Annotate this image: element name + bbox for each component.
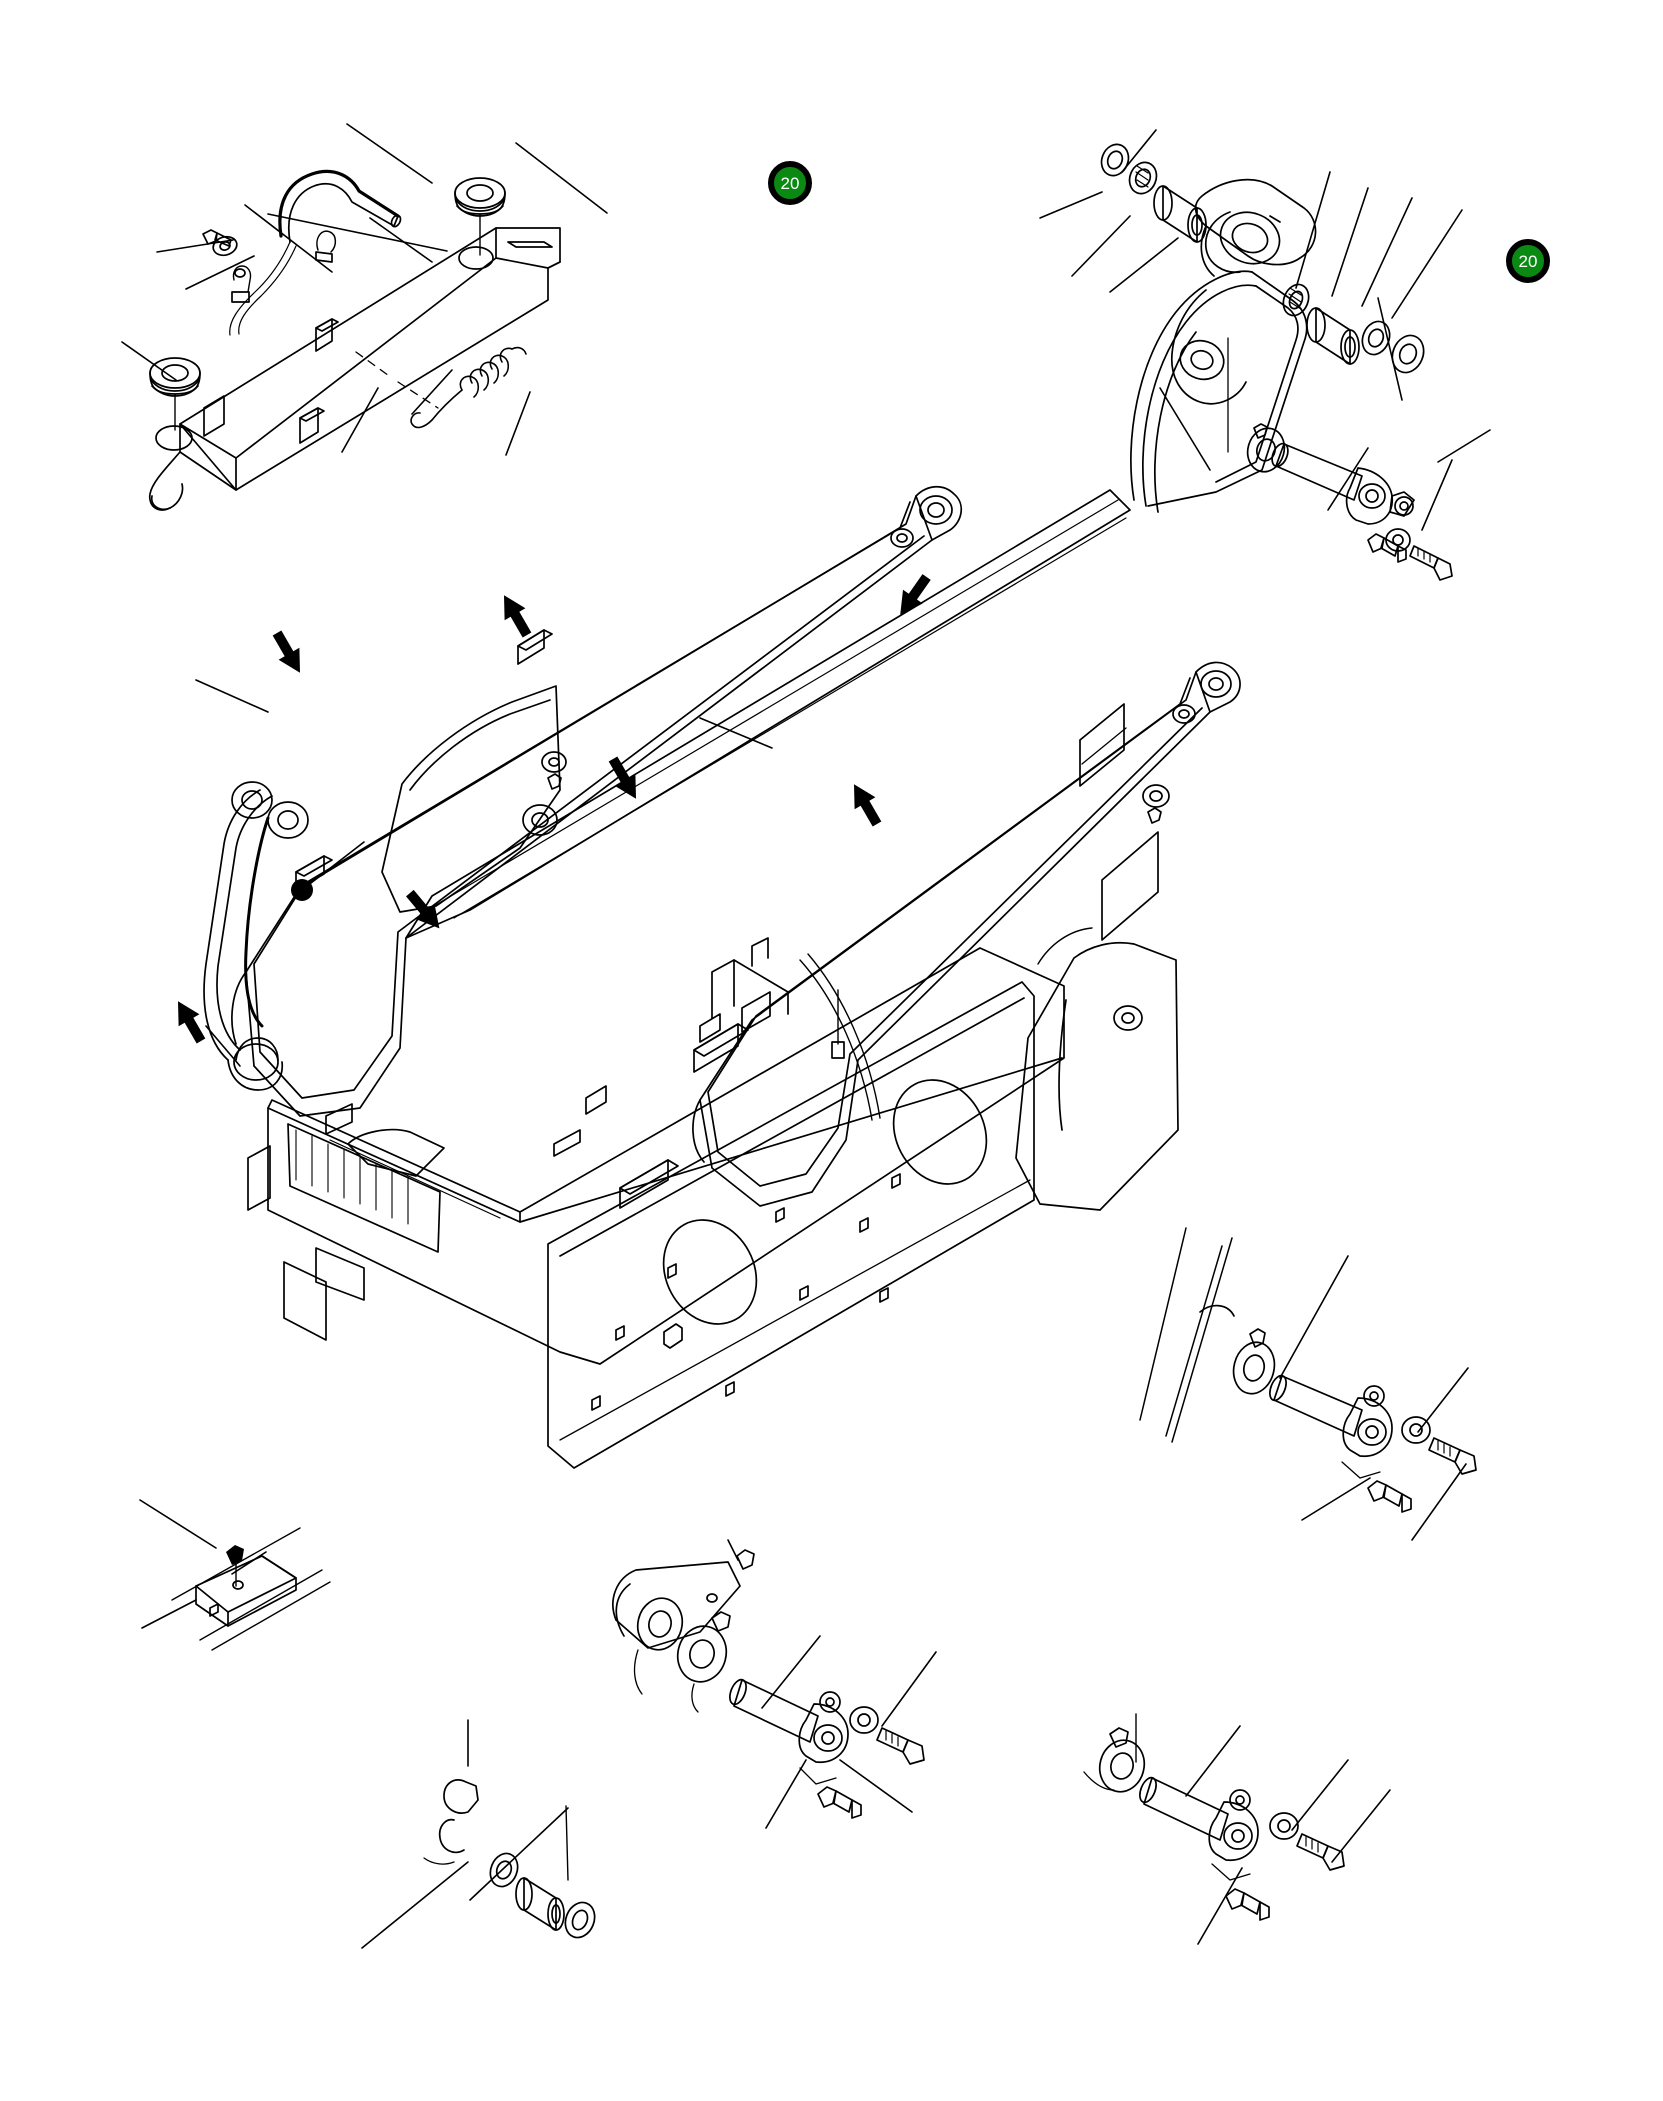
boom-pivot-boss xyxy=(1194,178,1317,277)
grease-nipple-small xyxy=(1253,423,1268,439)
retaining-ring-right xyxy=(1282,283,1310,317)
main-frame-assembly xyxy=(178,485,1241,1469)
bottom-center-pin-group xyxy=(612,1539,937,1829)
lower-left-pad-group xyxy=(139,1499,331,1651)
center-frame-body xyxy=(247,947,1065,1365)
left-arm-clevis xyxy=(203,781,309,1091)
seal-ring-outer-right xyxy=(1391,334,1425,374)
seal-ring-inner-right xyxy=(1361,320,1391,356)
callout-arrows xyxy=(178,574,931,1044)
seal-ring-outer-left xyxy=(1100,143,1130,177)
pin-shaft xyxy=(1275,443,1363,501)
leader-lines-pivot xyxy=(1039,129,1491,531)
cap-plug-lower xyxy=(149,357,201,431)
pin-retainer-plate xyxy=(1345,467,1394,525)
bottom-left-bushing-group xyxy=(361,1719,596,1949)
upper-right-pivot-group xyxy=(1039,129,1491,581)
callout-badge-20-1[interactable]: 20 xyxy=(1506,239,1550,283)
rear-plate xyxy=(547,981,1035,1469)
grease-fitting-upper-right xyxy=(1367,533,1407,563)
leader-lines-toolbar xyxy=(121,123,608,456)
callout-badge-label: 20 xyxy=(1518,251,1538,271)
callout-badge-label: 20 xyxy=(780,173,800,193)
leader-lines-frame xyxy=(195,679,773,1067)
coil-spring xyxy=(410,346,527,429)
retaining-ring-left xyxy=(1128,161,1158,195)
pivot-pin-assembly-upper-right xyxy=(1246,423,1453,581)
callout-badge-20-0[interactable]: 20 xyxy=(768,161,812,205)
center-gussets xyxy=(553,937,845,1209)
cross-tube xyxy=(405,489,1131,939)
under-bracket xyxy=(203,395,225,437)
bar-slot xyxy=(507,241,553,248)
right-lift-arm xyxy=(692,661,1241,1207)
arm-plate-right xyxy=(1130,270,1308,513)
bottom-right-pin-group xyxy=(1083,1713,1391,1945)
tool-bar-assembly xyxy=(121,123,608,511)
right-mid-pin-group xyxy=(1139,1227,1477,1541)
cap-plug-upper xyxy=(454,177,506,256)
